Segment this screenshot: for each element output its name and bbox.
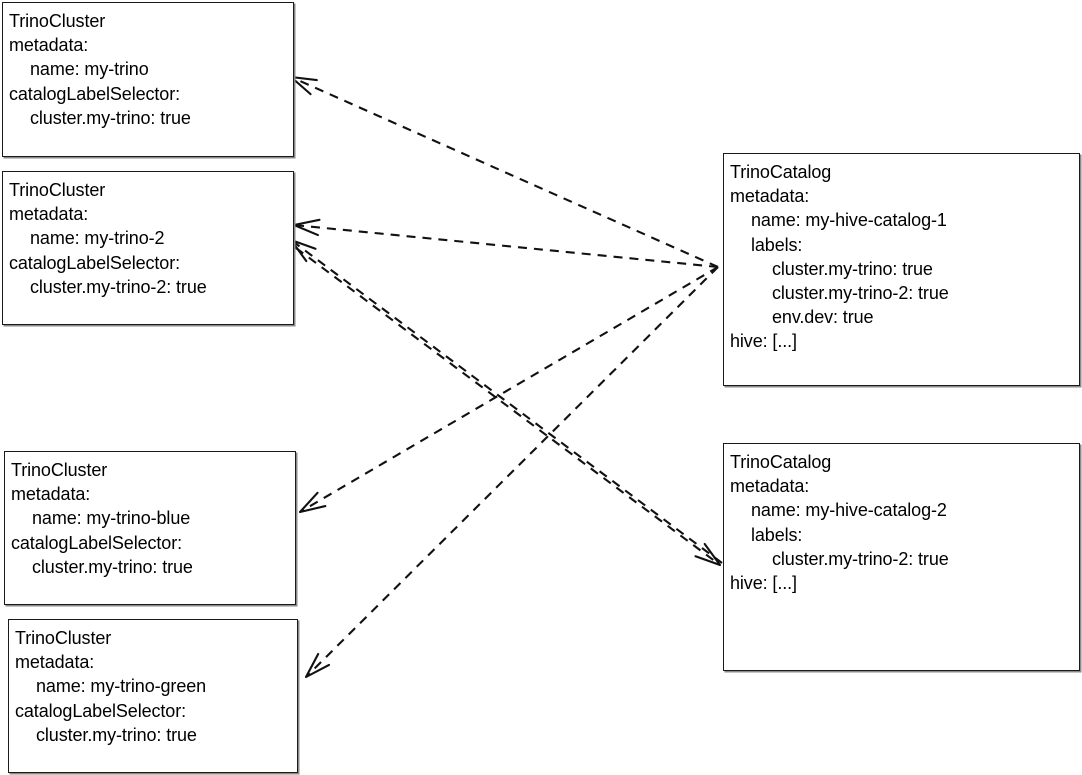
edge-line-edge-catalog2-to-my-trino-2 — [290, 239, 723, 564]
node-kind-label: TrinoCluster — [9, 11, 106, 31]
node-text-line: cluster.my-trino: true — [772, 258, 933, 279]
node-trinocluster-my-trino[interactable]: TrinoCluster metadata: name: my-trino catal… — [2, 2, 294, 157]
node-body: TrinoCluster metadata: name: my-trino-2 cat… — [3, 172, 293, 299]
node-trinocatalog-my-hive-catalog-2[interactable]: TrinoCatalog metadata: name: my-hive-catal… — [723, 443, 1080, 671]
node-text-line: name: my-trino-blue — [32, 508, 191, 529]
node-kind-label: TrinoCatalog — [730, 452, 832, 472]
node-text-line: metadata: — [9, 35, 89, 56]
edge-line-edge-my-trino-2-to-catalog2 — [295, 247, 721, 566]
node-body: TrinoCluster metadata: name: my-trino-gree… — [9, 620, 297, 747]
node-text-line: cluster.my-trino: true — [32, 556, 193, 577]
node-text-line: cluster.my-trino: true — [30, 107, 191, 128]
node-trinocluster-my-trino-green[interactable]: TrinoCluster metadata: name: my-trino-gree… — [8, 619, 298, 773]
node-text-line: catalogLabelSelector: — [15, 700, 187, 721]
node-trinocatalog-my-hive-catalog-1[interactable]: TrinoCatalog metadata: name: my-hive-catal… — [723, 153, 1080, 386]
node-kind-label: TrinoCluster — [9, 180, 106, 200]
node-text-line: cluster.my-trino: true — [36, 724, 197, 745]
node-text-line: labels: — [751, 234, 803, 255]
arrowhead-edge-catalog1-to-my-trino-2-a — [292, 218, 321, 237]
node-text-line: name: my-trino-2 — [30, 228, 165, 249]
node-text-line: name: my-hive-catalog-2 — [751, 500, 947, 521]
edge-line-edge-catalog1-to-my-trino-blue — [299, 266, 719, 513]
node-text-line: metadata: — [9, 204, 89, 225]
arrowhead-edge-catalog1-to-my-trino-green — [304, 652, 331, 679]
node-text-line: cluster.my-trino-2: true — [30, 276, 207, 297]
node-text-line: name: my-trino-green — [36, 676, 207, 697]
node-body: TrinoCluster metadata: name: my-trino-blue… — [5, 452, 295, 579]
node-text-line: cluster.my-trino-2: true — [772, 548, 949, 569]
node-text-line: catalogLabelSelector: — [9, 83, 181, 104]
arrowhead-edge-catalog1-to-my-trino-blue — [298, 491, 327, 514]
node-text-line: metadata: — [15, 652, 95, 673]
node-body: TrinoCatalog metadata: name: my-hive-catal… — [724, 154, 1079, 354]
node-text-line: cluster.my-trino-2: true — [772, 283, 949, 304]
edge-line-edge-catalog1-to-my-trino-green — [305, 266, 719, 678]
arrowhead-edge-catalog1-to-my-trino — [289, 75, 318, 96]
node-text-line: name: my-hive-catalog-1 — [751, 210, 947, 231]
node-kind-label: TrinoCluster — [11, 460, 108, 480]
node-text-line: catalogLabelSelector: — [11, 532, 183, 553]
edge-line-edge-catalog1-to-my-trino — [290, 76, 719, 268]
node-text-line: metadata: — [11, 484, 91, 505]
node-kind-label: TrinoCatalog — [730, 162, 832, 182]
node-text-line: env.dev: true — [772, 307, 874, 328]
node-text-line: name: my-trino — [30, 59, 149, 80]
node-text-line: hive: [...] — [730, 573, 797, 594]
node-trinocluster-my-trino-blue[interactable]: TrinoCluster metadata: name: my-trino-blue… — [4, 451, 296, 605]
node-body: TrinoCluster metadata: name: my-trino catal… — [3, 3, 293, 130]
node-body: TrinoCatalog metadata: name: my-hive-catal… — [724, 444, 1079, 595]
node-text-line: labels: — [751, 524, 803, 545]
node-text-line: hive: [...] — [730, 331, 797, 352]
node-text-line: metadata: — [730, 186, 810, 207]
node-kind-label: TrinoCluster — [15, 628, 112, 648]
node-text-line: metadata: — [730, 476, 810, 497]
node-text-line: catalogLabelSelector: — [9, 252, 181, 273]
node-trinocluster-my-trino-2[interactable]: TrinoCluster metadata: name: my-trino-2 cat… — [2, 171, 294, 325]
arrowhead-edge-my-trino-2-to-catalog2 — [694, 542, 722, 567]
edge-line-edge-catalog1-to-my-trino-2-a — [293, 223, 719, 269]
